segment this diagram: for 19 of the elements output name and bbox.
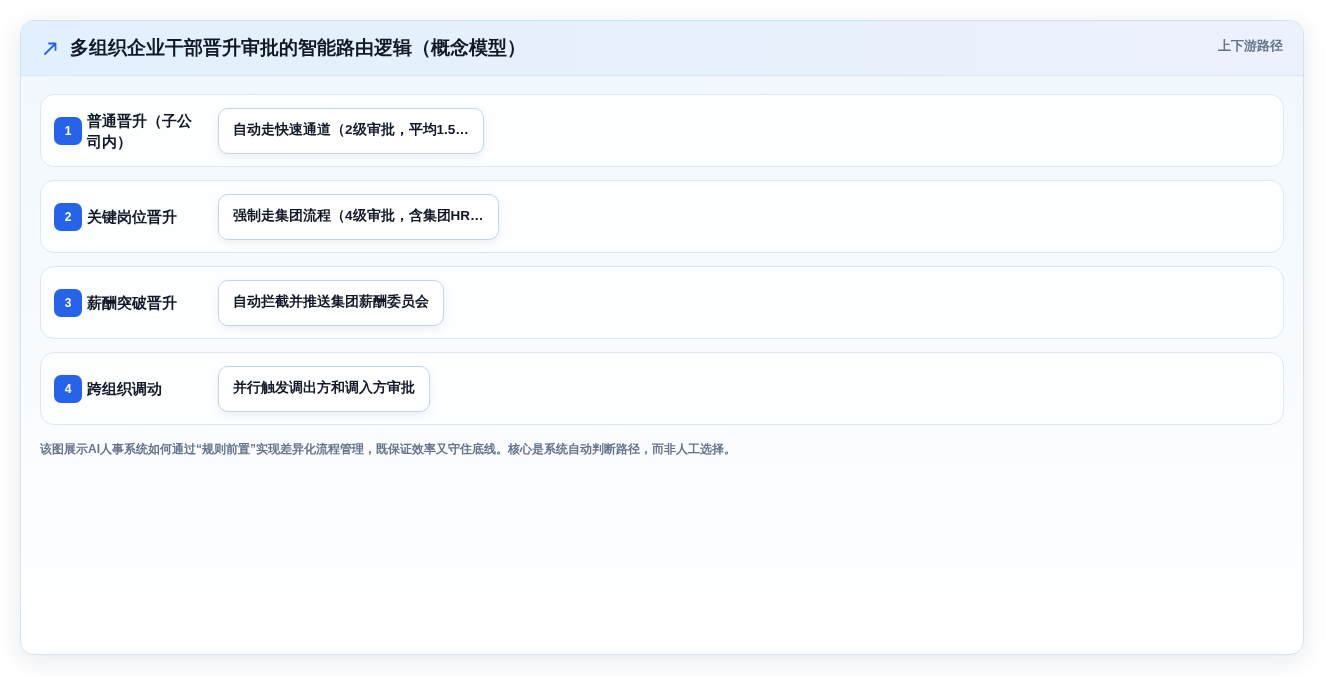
header-note: 上下游路径: [1218, 37, 1283, 55]
number-badge: 4: [54, 374, 82, 403]
route-row-card: [40, 94, 1284, 167]
row-label: 普通晋升（子公司内）: [87, 110, 193, 152]
route-row-card: [40, 180, 1284, 253]
number-badge: 1: [54, 116, 82, 145]
title-text: 多组织企业干部晋升审批的智能路由逻辑（概念模型）: [70, 35, 526, 60]
route-row-card: [40, 266, 1284, 339]
route-action-box: 自动走快速通道（2级审批，平均1.5…: [218, 107, 484, 154]
caption-text: 该图展示AI人事系统如何通过“规则前置”实现差异化流程管理，既保证效率又守住底线。核心是系统自动判断路径，而非人工选择。: [40, 441, 737, 458]
route-row-card: [40, 352, 1284, 425]
route-action-box: 自动拦截并推送集团薪酬委员会: [218, 279, 444, 326]
route-action-box: 强制走集团流程（4级审批，含集团HR…: [218, 193, 499, 240]
number-badge: 2: [54, 202, 82, 231]
row-label: 跨组织调动: [87, 379, 163, 399]
row-label: 薪酬突破晋升: [87, 293, 178, 313]
route-action-box: 并行触发调出方和调入方审批: [218, 365, 430, 412]
row-label: 关键岗位晋升: [87, 207, 178, 227]
number-badge: 3: [54, 288, 82, 317]
